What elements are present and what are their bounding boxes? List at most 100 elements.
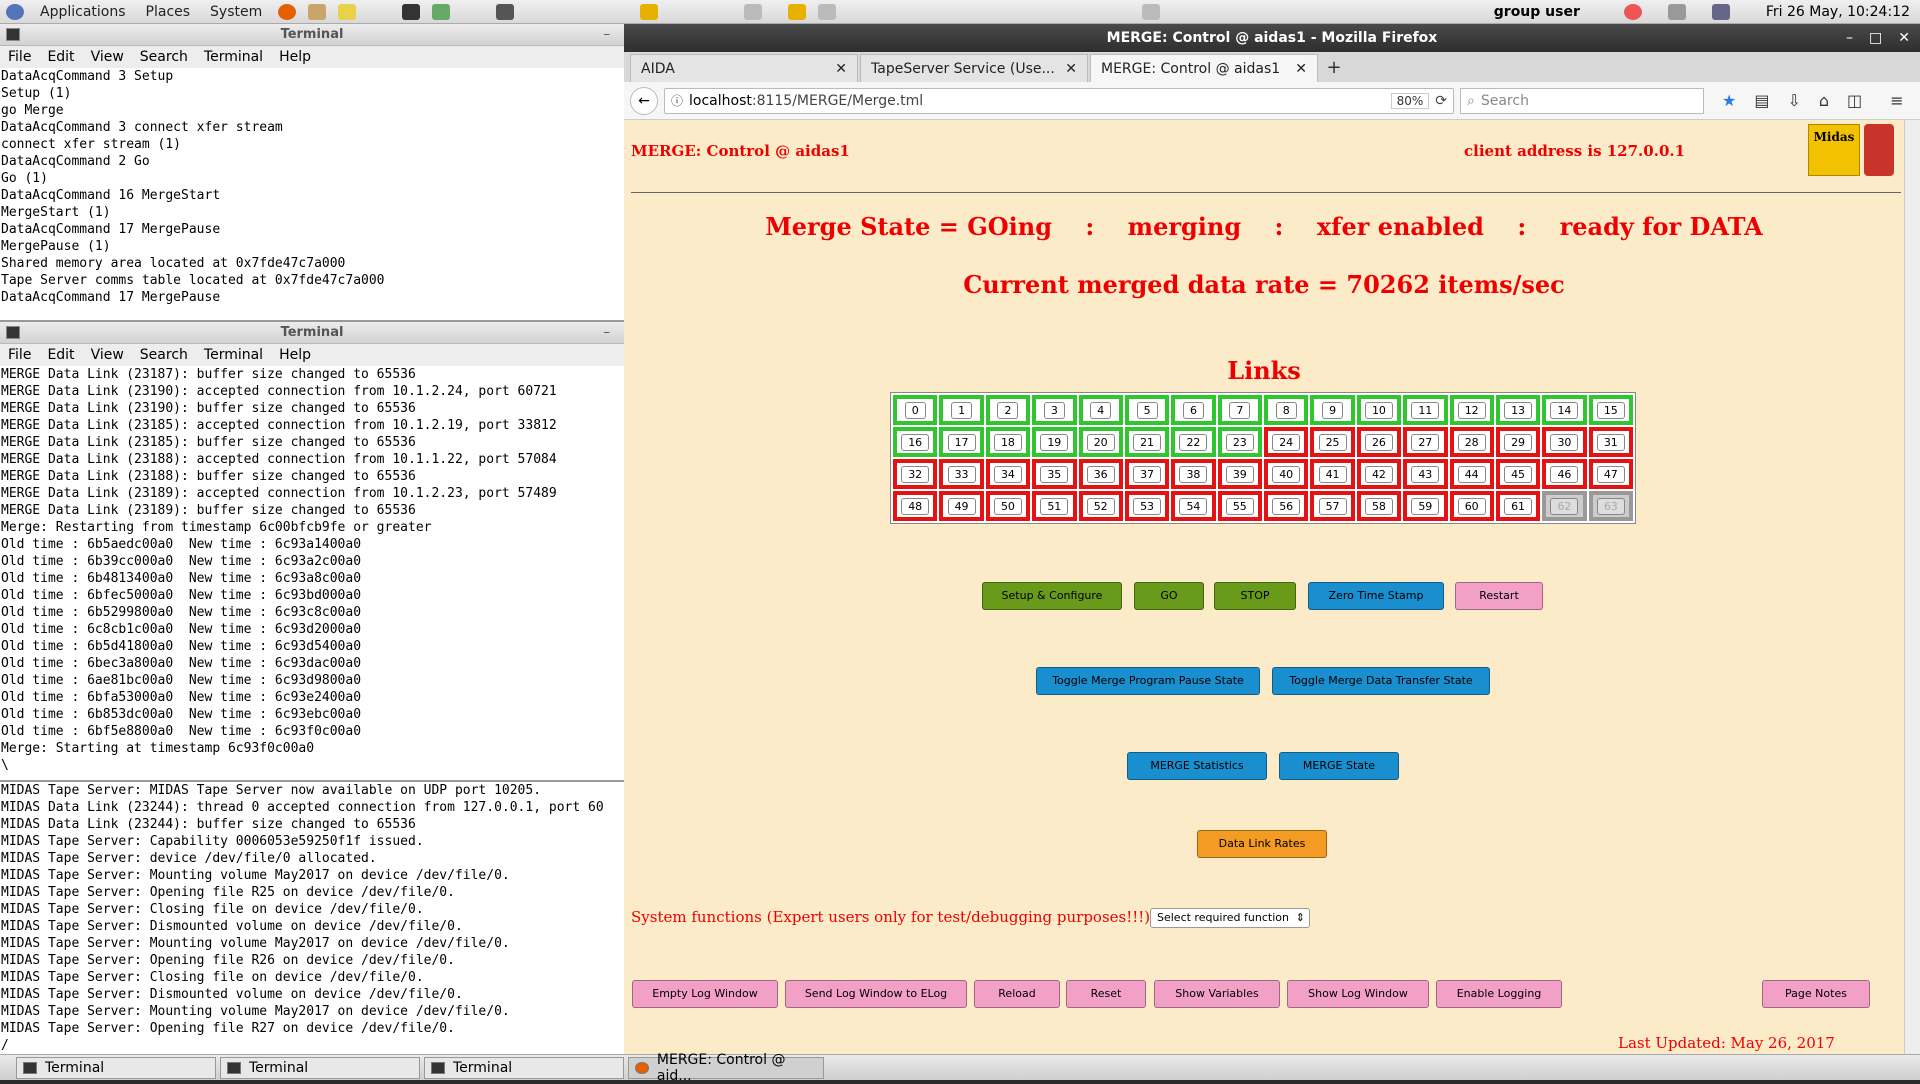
bookmark-star-icon[interactable]: ★ [1722, 91, 1737, 110]
link-cell-34[interactable]: 34 [985, 459, 1031, 489]
merge-state-button[interactable]: MERGE State [1279, 752, 1399, 780]
link-cell-47[interactable]: 47 [1588, 459, 1633, 489]
back-button[interactable]: ← [630, 86, 658, 115]
link-cell-35[interactable]: 35 [1032, 459, 1077, 489]
data-link-rates-button[interactable]: Data Link Rates [1197, 830, 1327, 858]
menu-help[interactable]: Help [279, 49, 311, 65]
tab-close-icon[interactable]: ✕ [835, 60, 847, 77]
link-cell-57[interactable]: 57 [1310, 491, 1355, 521]
link-cell-3[interactable]: 3 [1032, 395, 1077, 425]
menu-view[interactable]: View [90, 49, 124, 65]
link-cell-1[interactable]: 1 [939, 395, 984, 425]
lamp-launcher-icon-2[interactable] [818, 3, 837, 20]
toggle-pause-button[interactable]: Toggle Merge Program Pause State [1036, 667, 1260, 695]
taskbar-item-terminal-3[interactable]: Terminal [424, 1056, 624, 1079]
url-text[interactable]: localhost:8115/MERGE/Merge.tml [689, 93, 1385, 109]
info-icon[interactable]: ⓘ [671, 94, 684, 108]
reload-button[interactable]: Reload [974, 980, 1060, 1008]
page-scrollbar[interactable] [1904, 120, 1920, 1054]
link-cell-31[interactable]: 31 [1588, 427, 1633, 457]
midas-launcher-icon-2[interactable] [788, 3, 807, 20]
user-name[interactable]: group user [1493, 4, 1580, 20]
firefox-titlebar[interactable]: MERGE: Control @ aidas1 - Mozilla Firefo… [624, 24, 1920, 52]
minimize-icon[interactable]: – [603, 325, 611, 340]
volume-icon[interactable] [1667, 4, 1686, 20]
link-cell-32[interactable]: 32 [893, 459, 938, 489]
link-cell-5[interactable]: 5 [1124, 395, 1170, 425]
taskbar-item-firefox[interactable]: MERGE: Control @ aid... [628, 1052, 824, 1084]
link-cell-56[interactable]: 56 [1264, 491, 1309, 521]
link-cell-42[interactable]: 42 [1356, 459, 1402, 489]
restart-button[interactable]: Restart [1455, 582, 1543, 610]
link-cell-13[interactable]: 13 [1495, 395, 1541, 425]
link-cell-52[interactable]: 52 [1078, 491, 1123, 521]
menu-edit[interactable]: Edit [47, 347, 75, 363]
link-cell-12[interactable]: 12 [1449, 395, 1494, 425]
menu-file[interactable]: File [8, 49, 32, 65]
tab-close-icon[interactable]: ✕ [1065, 60, 1077, 77]
show-variables-button[interactable]: Show Variables [1154, 980, 1280, 1008]
link-cell-6[interactable]: 6 [1171, 395, 1216, 425]
pocket-icon[interactable]: ◫ [1847, 91, 1863, 110]
link-cell-54[interactable]: 54 [1171, 491, 1216, 521]
link-cell-49[interactable]: 49 [939, 491, 984, 521]
link-cell-38[interactable]: 38 [1171, 459, 1216, 489]
minimize-icon[interactable]: – [603, 27, 611, 42]
page-notes-button[interactable]: Page Notes [1762, 980, 1870, 1008]
link-cell-11[interactable]: 11 [1403, 395, 1448, 425]
link-cell-58[interactable]: 58 [1356, 491, 1402, 521]
menu-file[interactable]: File [8, 347, 32, 363]
menu-applications[interactable]: Applications [40, 3, 126, 20]
link-cell-16[interactable]: 16 [893, 427, 938, 457]
tab-close-icon[interactable]: ✕ [1295, 60, 1307, 77]
toggle-xfer-button[interactable]: Toggle Merge Data Transfer State [1272, 667, 1490, 695]
email-launcher-icon[interactable] [308, 3, 327, 20]
network-icon[interactable] [1711, 4, 1730, 20]
menu-system[interactable]: System [210, 3, 263, 20]
link-cell-39[interactable]: 39 [1217, 459, 1262, 489]
menu-view[interactable]: View [90, 347, 124, 363]
link-cell-21[interactable]: 21 [1124, 427, 1170, 457]
link-cell-30[interactable]: 30 [1542, 427, 1587, 457]
menu-search[interactable]: Search [139, 49, 188, 65]
link-cell-17[interactable]: 17 [939, 427, 984, 457]
link-cell-36[interactable]: 36 [1078, 459, 1123, 489]
home-icon[interactable]: ⌂ [1818, 91, 1830, 110]
terminal-launcher-icon[interactable] [402, 3, 421, 20]
send-log-elog-button[interactable]: Send Log Window to ELog [785, 980, 967, 1008]
menu-help[interactable]: Help [279, 347, 311, 363]
download-icon[interactable]: ⇩ [1787, 91, 1801, 110]
link-cell-24[interactable]: 24 [1264, 427, 1309, 457]
link-cell-4[interactable]: 4 [1078, 395, 1123, 425]
calculator-launcher-icon[interactable] [432, 3, 451, 20]
function-select[interactable]: Select required function ⇕ [1150, 908, 1310, 928]
terminal-3-output[interactable]: MIDAS Tape Server: MIDAS Tape Server now… [1, 783, 604, 1053]
link-cell-44[interactable]: 44 [1449, 459, 1494, 489]
tab-merge-control[interactable]: MERGE: Control @ aidas1✕ [1090, 54, 1318, 82]
link-cell-9[interactable]: 9 [1310, 395, 1355, 425]
stop-button[interactable]: STOP [1214, 582, 1296, 610]
link-cell-45[interactable]: 45 [1495, 459, 1541, 489]
update-icon[interactable] [1623, 4, 1642, 20]
link-cell-25[interactable]: 25 [1310, 427, 1355, 457]
tab-aida[interactable]: AIDA✕ [630, 54, 858, 82]
link-cell-46[interactable]: 46 [1542, 459, 1587, 489]
lamp-launcher-icon[interactable] [744, 3, 763, 20]
merge-statistics-button[interactable]: MERGE Statistics [1127, 752, 1267, 780]
close-icon[interactable]: ✕ [1898, 30, 1910, 46]
reload-icon[interactable]: ⟳ [1435, 92, 1447, 109]
terminal-1-titlebar[interactable]: Terminal – [0, 24, 624, 46]
url-bar[interactable]: ⓘ localhost:8115/MERGE/Merge.tml 80% ⟳ [664, 87, 1454, 114]
search-input[interactable]: ⌕ Search [1460, 87, 1704, 114]
screenshot-launcher-icon[interactable] [496, 3, 515, 20]
go-button[interactable]: GO [1134, 582, 1204, 610]
link-cell-40[interactable]: 40 [1264, 459, 1309, 489]
setup-configure-button[interactable]: Setup & Configure [982, 582, 1122, 610]
link-cell-59[interactable]: 59 [1403, 491, 1448, 521]
link-cell-61[interactable]: 61 [1495, 491, 1541, 521]
new-tab-button[interactable]: + [1326, 57, 1342, 78]
link-cell-50[interactable]: 50 [985, 491, 1031, 521]
firefox-launcher-icon[interactable] [278, 3, 297, 20]
link-cell-19[interactable]: 19 [1032, 427, 1077, 457]
taskbar-item-terminal-2[interactable]: Terminal [220, 1056, 420, 1079]
